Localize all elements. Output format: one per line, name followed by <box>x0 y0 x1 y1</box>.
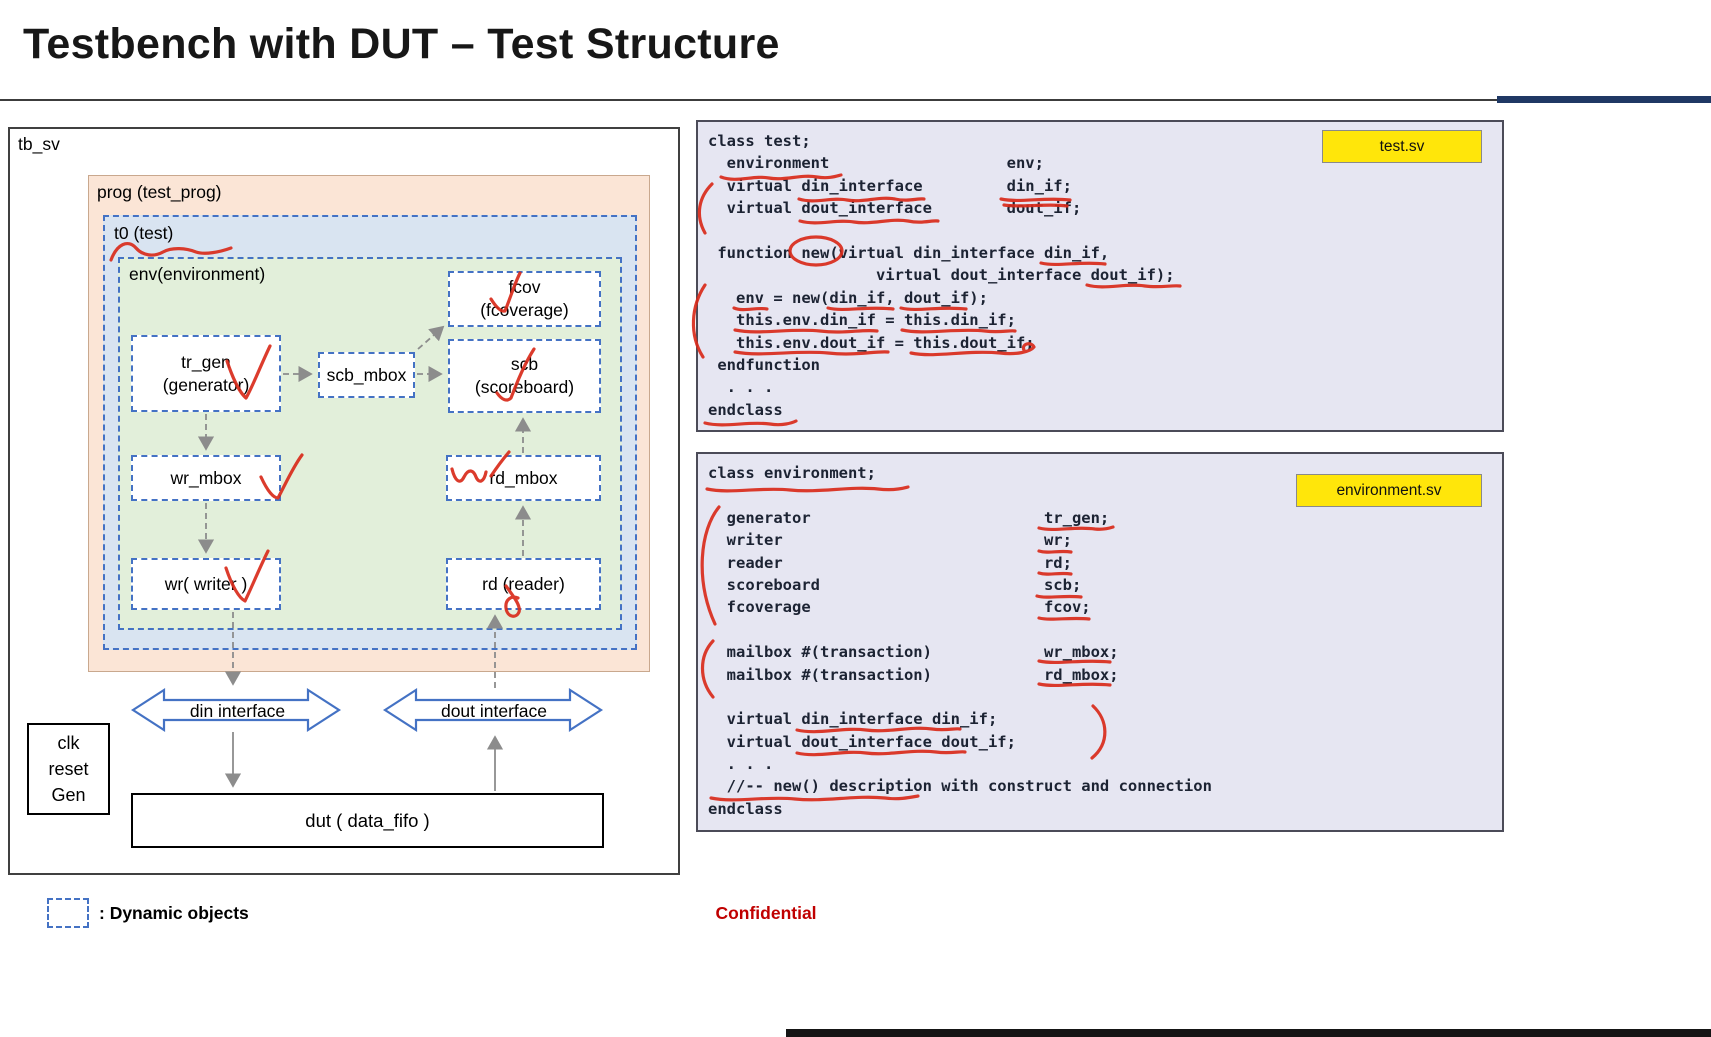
code-line: class test; <box>708 132 811 150</box>
code-line: fcoverage fcov; <box>708 598 1091 617</box>
bottom-dark-bar <box>786 1029 1711 1037</box>
code-environment-sv: class environment; generator tr_gen; wri… <box>698 454 1502 820</box>
code-line: virtual dout_interface dout_if); <box>708 266 1175 285</box>
code-line: mailbox #(transaction) wr_mbox; <box>708 643 1119 662</box>
block-wr: wr( writer ) <box>131 558 281 610</box>
code-test-sv: class test; environment env; virtual din… <box>698 122 1502 421</box>
legend-text: : Dynamic objects <box>99 903 249 923</box>
legend-dynamic-object-swatch <box>47 898 89 928</box>
code-line: //-- new() description with construct an… <box>708 777 1212 796</box>
code-line: env = new(din_if, dout_if); <box>708 288 988 307</box>
code-line: this.env.dout_if = this.dout_if; <box>708 333 1035 352</box>
block-rd-mbox: rd_mbox <box>446 455 601 501</box>
code-line: class environment; <box>708 464 876 482</box>
code-line: endclass <box>708 799 783 818</box>
code-line: . . . <box>708 755 774 774</box>
code-line: mailbox #(transaction) rd_mbox; <box>708 665 1119 684</box>
code-line <box>708 619 1502 641</box>
code-line: virtual dout_interface dout_if; <box>708 199 1082 218</box>
code-panel-environment-sv: environment.sv class environment; genera… <box>696 452 1504 832</box>
title-divider <box>0 99 1711 101</box>
code-line: virtual din_interface din_if; <box>708 176 1072 195</box>
prog-label: prog (test_prog) <box>97 182 222 202</box>
confidential-label: Confidential <box>715 903 817 923</box>
code-line: reader rd; <box>708 553 1072 572</box>
block-fcov: fcov (fcoverage) <box>448 271 601 327</box>
tb-sv-label: tb_sv <box>18 134 60 154</box>
code-line: generator tr_gen; <box>708 508 1110 527</box>
code-line: virtual din_interface din_if; <box>708 710 998 729</box>
clk-reset-gen-box: clk reset Gen <box>27 723 110 815</box>
code-line: environment env; <box>708 154 1044 173</box>
code-line: this.env.din_if = this.din_if; <box>708 311 1016 330</box>
block-scb-mbox: scb_mbox <box>318 352 415 398</box>
code-line: scoreboard scb; <box>708 575 1082 594</box>
block-wr-mbox: wr_mbox <box>131 455 281 501</box>
code-line: function new(virtual din_interface din_i… <box>708 243 1110 262</box>
code-line: endclass <box>708 400 783 419</box>
code-line: virtual dout_interface dout_if; <box>708 732 1016 751</box>
block-rd: rd (reader) <box>446 558 601 610</box>
block-scb: scb (scoreboard) <box>448 339 601 413</box>
code-panel-test-sv: test.sv class test; environment env; vir… <box>696 120 1504 432</box>
dout-interface-label: dout interface <box>440 701 548 721</box>
dut-box: dut ( data_fifo ) <box>131 793 604 848</box>
file-label-environment-sv: environment.sv <box>1296 474 1482 507</box>
divider-accent <box>1497 96 1711 103</box>
din-interface-label: din interface <box>189 701 286 721</box>
page-title: Testbench with DUT – Test Structure <box>23 20 780 68</box>
code-line: writer wr; <box>708 531 1072 550</box>
code-line: endfunction <box>708 355 820 374</box>
code-line <box>708 686 1502 708</box>
file-label-test-sv: test.sv <box>1322 130 1482 163</box>
code-line <box>708 220 1502 242</box>
code-line: . . . <box>708 378 774 397</box>
env-label: env(environment) <box>129 264 266 284</box>
block-tr-gen: tr_gen (generator) <box>131 335 281 412</box>
t0-label: t0 (test) <box>114 223 174 243</box>
